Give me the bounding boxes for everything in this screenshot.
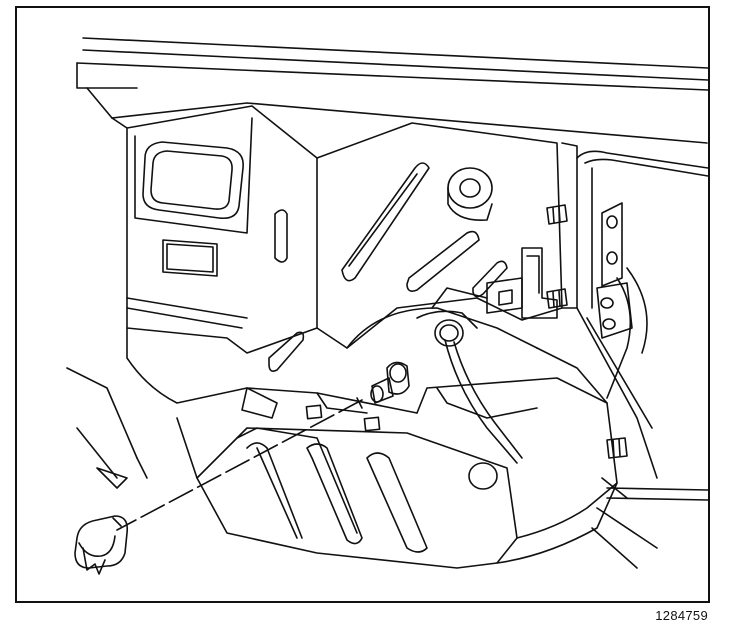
mounting-bracket xyxy=(487,248,557,318)
push-pin-clip xyxy=(75,516,127,574)
lower-right-trim xyxy=(592,478,708,568)
installation-path-line xyxy=(117,400,362,530)
right-pillar xyxy=(562,143,708,478)
lower-housing xyxy=(127,288,617,568)
left-body-edges xyxy=(67,368,147,488)
rivet-fastener xyxy=(357,362,409,408)
central-panel xyxy=(317,123,562,348)
wiring-harness xyxy=(417,311,522,463)
upper-trim-panel xyxy=(77,38,708,143)
stud-nuts xyxy=(547,205,627,458)
figure-number: 1284759 xyxy=(655,608,708,623)
technical-illustration xyxy=(17,8,708,601)
left-inner-panel xyxy=(127,106,317,371)
figure-frame xyxy=(15,6,710,603)
